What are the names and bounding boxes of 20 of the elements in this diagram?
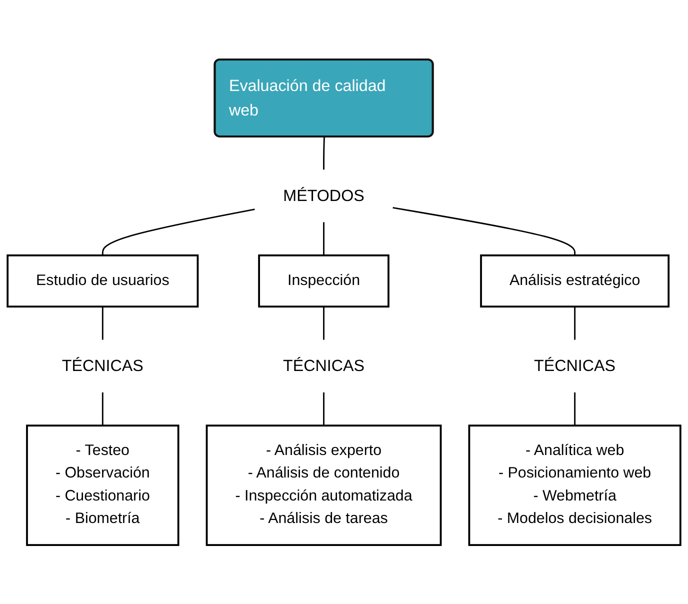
connector [574, 306, 576, 340]
connector [102, 392, 104, 426]
node-box: Análisis estratégico [480, 254, 670, 308]
connector [102, 306, 104, 340]
connector [323, 392, 324, 426]
node-box: - Testeo - Observación - Cuestionario - Biometría [26, 424, 180, 546]
connector [323, 306, 324, 340]
connector [323, 222, 324, 256]
connector [574, 392, 576, 426]
connector [323, 136, 325, 170]
connector [102, 208, 255, 256]
node-text: TÉCNICAS [62, 356, 144, 375]
node-box: Inspección [258, 254, 390, 308]
connector [392, 206, 576, 256]
node-box: - Analítica web - Posicionamiento web - Webmetría - Modelos decisionales [468, 424, 682, 546]
node-text: TÉCNICAS [283, 356, 365, 375]
node-text: TÉCNICAS [534, 356, 616, 375]
node-box: - Análisis experto - Análisis de contenido - Inspección automatizada - Análisis de tareas [206, 424, 442, 546]
node-box: Estudio de usuarios [6, 254, 199, 308]
node-text: MÉTODOS [283, 186, 364, 204]
